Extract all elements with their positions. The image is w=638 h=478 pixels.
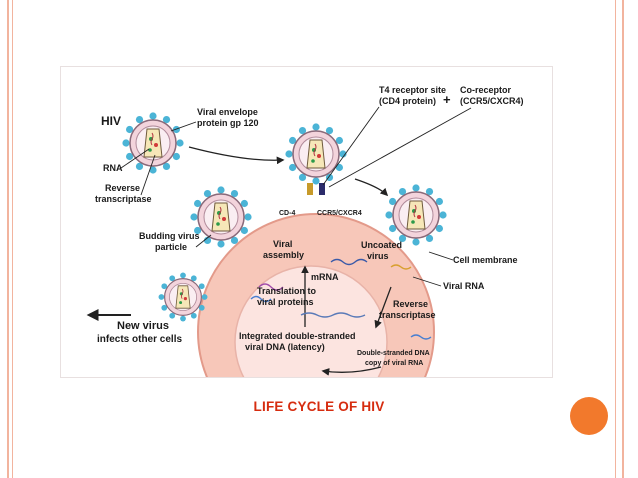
label-viral-assembly-1: Viral <box>273 239 292 249</box>
decorative-orange-circle <box>570 397 608 435</box>
flow-arrows <box>86 146 392 376</box>
label-uncoated-2: virus <box>367 251 389 261</box>
label-translation-1: Translation to <box>257 286 317 296</box>
label-viral-rna: Viral RNA <box>443 281 485 291</box>
label-ccr5: CCR5/CXCR4 <box>317 210 362 217</box>
label-integrated-1: Integrated double-stranded <box>239 331 356 341</box>
label-viral-assembly-2: assembly <box>263 250 304 260</box>
label-plus: + <box>443 92 451 107</box>
label-coreceptor-1: Co-receptor <box>460 85 512 95</box>
hiv-life-cycle-diagram: HIV Viral envelope protein gp 120 RNA Re… <box>60 66 553 451</box>
label-rev-trans-2: transcriptase <box>379 310 436 320</box>
leader-lines <box>120 106 472 287</box>
label-coreceptor-2: (CCR5/CXCR4) <box>460 96 524 106</box>
hiv-virus-uncoating <box>384 183 448 247</box>
label-uncoated-1: Uncoated <box>361 240 402 250</box>
label-t4-2: (CD4 protein) <box>379 96 436 106</box>
slide-caption: LIFE CYCLE OF HIV <box>253 399 385 414</box>
left-border-line-1 <box>7 0 9 478</box>
label-t4-1: T4 receptor site <box>379 85 446 95</box>
label-rna: RNA <box>103 163 123 173</box>
label-cd4: CD-4 <box>279 210 295 217</box>
hiv-virus-top-left <box>121 111 185 175</box>
label-new-virus-1: New virus <box>117 320 169 332</box>
rna-strands <box>250 258 432 340</box>
left-border-line-2 <box>12 0 13 478</box>
label-new-virus-2: infects other cells <box>97 334 182 345</box>
label-viral-envelope-1: Viral envelope <box>197 107 258 117</box>
label-ds-dna-1: Double-stranded DNA <box>357 350 430 357</box>
label-rev-trans-1: Reverse <box>393 299 428 309</box>
label-hiv: HIV <box>101 114 121 128</box>
label-translation-2: viral proteins <box>257 297 314 307</box>
receptor-markers <box>307 183 325 195</box>
hiv-virus-attaching <box>284 122 348 186</box>
label-rt-1: Reverse <box>105 183 140 193</box>
label-viral-envelope-2: protein gp 120 <box>197 118 259 128</box>
label-budding-2: particle <box>155 242 187 252</box>
label-ds-dna-2: copy of viral RNA <box>365 360 423 367</box>
label-mrna: mRNA <box>311 272 339 282</box>
right-border-line-1 <box>615 0 616 478</box>
label-integrated-2: viral DNA (latency) <box>245 342 325 352</box>
right-border-line-2 <box>622 0 624 478</box>
label-rt-2: transcriptase <box>95 194 152 204</box>
hiv-virus-budding <box>189 185 253 249</box>
label-cell-membrane: Cell membrane <box>453 255 518 265</box>
label-budding-1: Budding virus <box>139 231 200 241</box>
